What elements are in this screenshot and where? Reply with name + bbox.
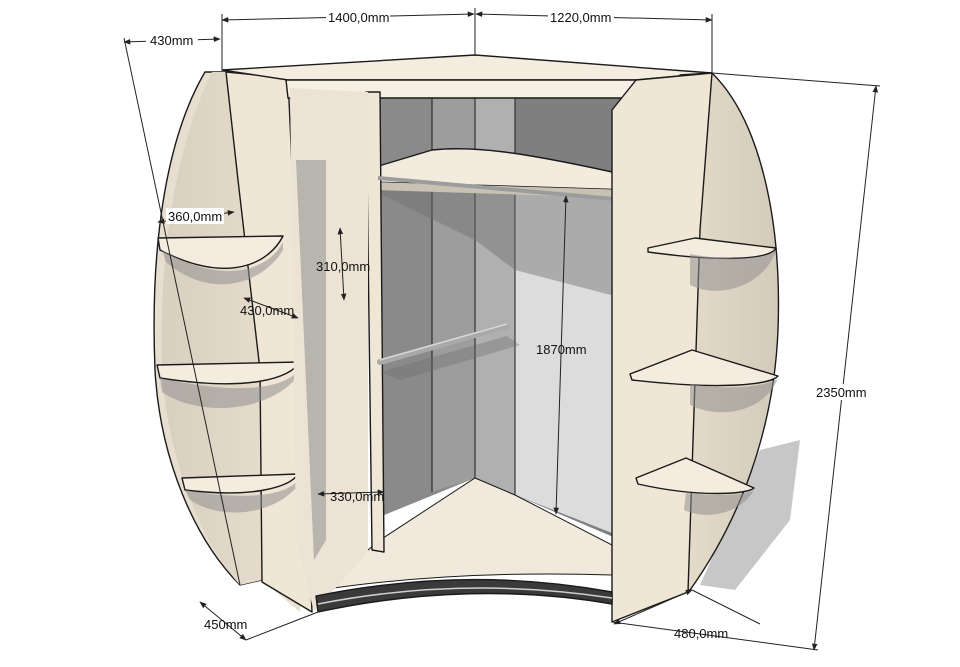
right-outer-curve-panel — [679, 72, 780, 591]
dim-shelf-spacing: 310,0mm — [316, 259, 370, 274]
dimension-lines — [123, 8, 881, 651]
left-corner-shelf-top — [157, 235, 284, 285]
dim-bottom-right-depth: 480,0mm — [674, 626, 728, 641]
rail-shadow — [380, 336, 520, 380]
hanging-rail-right — [377, 176, 627, 202]
hanging-rail-left — [377, 323, 510, 365]
left-side-unit — [153, 71, 313, 613]
dim-bottom-shelf-width: 330,0mm — [330, 489, 384, 504]
right-corner-shelf-middle — [629, 349, 779, 413]
left-corner-shelf-middle — [156, 361, 301, 408]
dim-left-shelf-radius: 360,0mm — [168, 209, 222, 224]
curved-plinth — [315, 579, 613, 613]
dim-top-right-width: 1220,0mm — [550, 10, 611, 25]
dim-total-height: 2350mm — [816, 385, 867, 400]
right-corner-shelf-bottom — [635, 457, 755, 515]
dimension-labels: 1400,0mm 1220,0mm 430mm 360,0mm 310,0mm … — [146, 9, 874, 641]
dim-left-column-depth: 430,0mm — [240, 303, 294, 318]
right-side-unit — [611, 72, 780, 623]
dim-rail-height: 1870mm — [536, 342, 587, 357]
dim-left-side-depth: 430mm — [150, 33, 193, 48]
column-inner-shadow — [296, 160, 326, 560]
dim-bottom-left-depth: 450mm — [204, 617, 247, 632]
top-panel — [221, 54, 713, 81]
column-shelves — [290, 88, 368, 612]
floor-shadow — [700, 440, 800, 590]
partition-panel — [365, 91, 385, 553]
dim-top-left-width: 1400,0mm — [328, 10, 389, 25]
right-inner-wall — [515, 190, 630, 540]
right-corner-shelf-top — [647, 237, 777, 291]
